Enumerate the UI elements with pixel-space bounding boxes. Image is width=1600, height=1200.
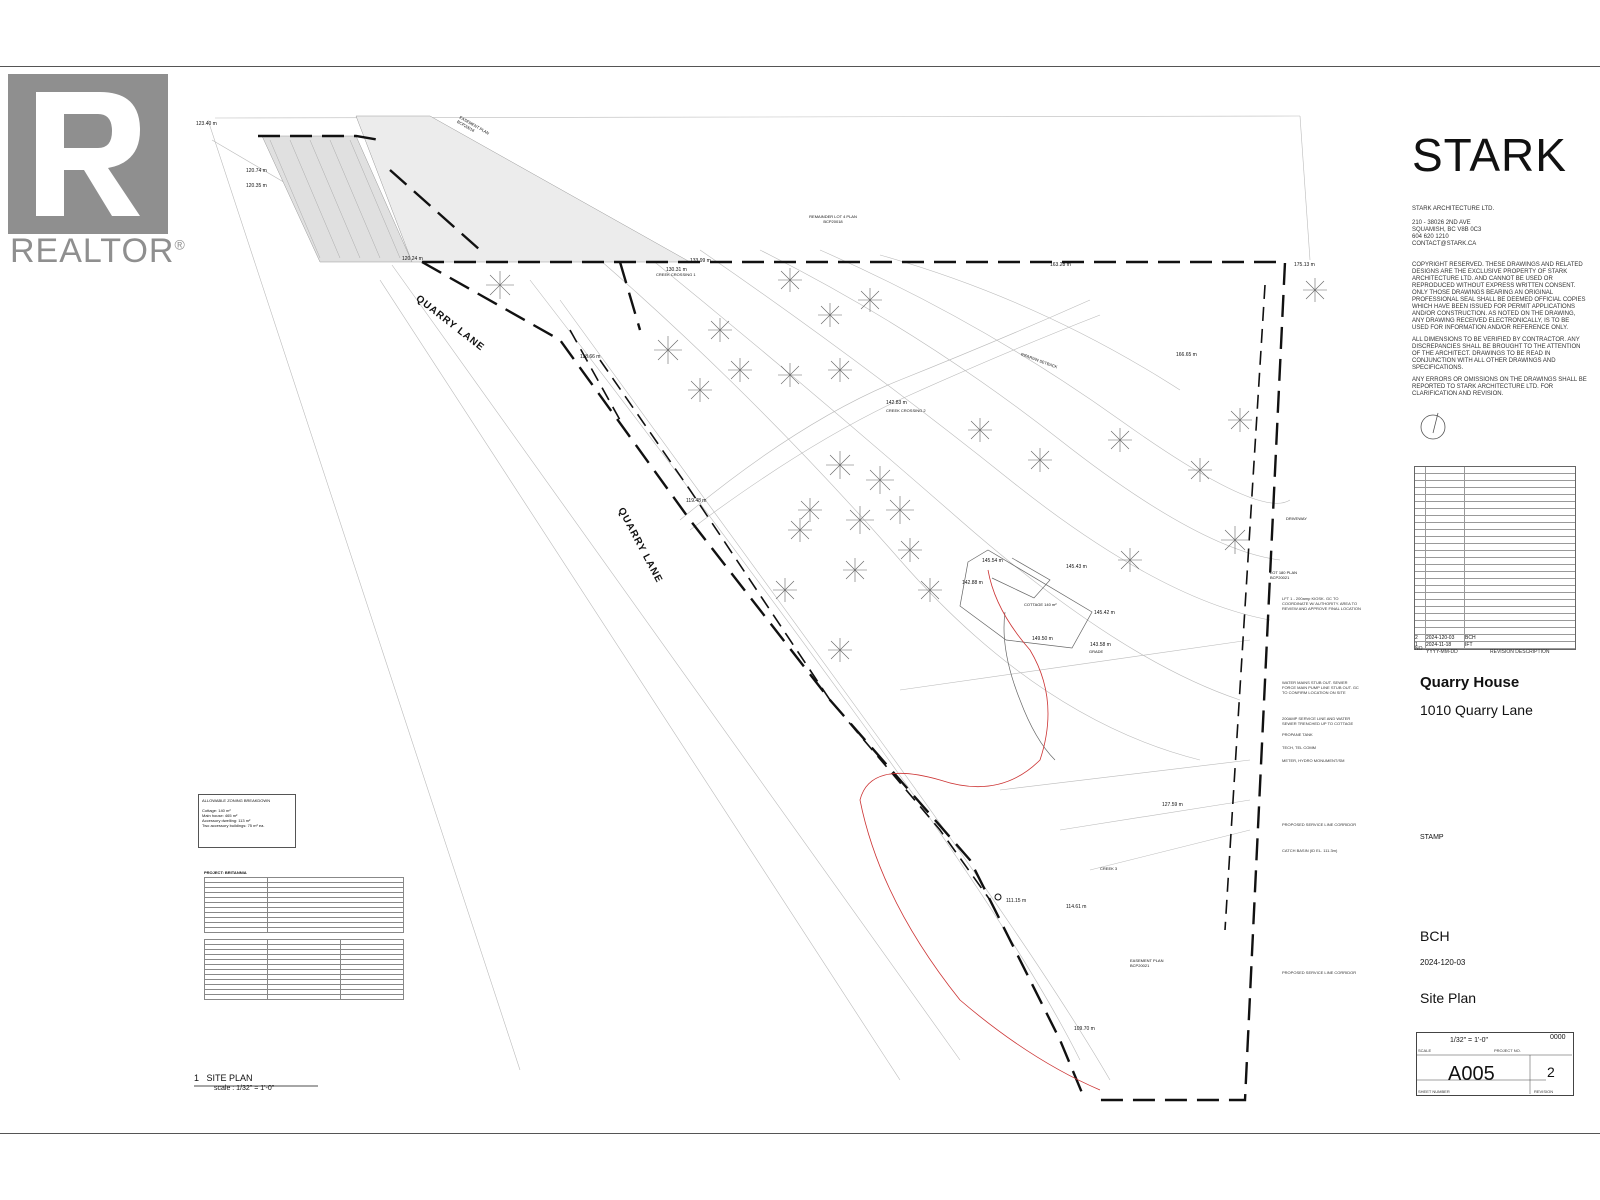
note-tech-comm: TECH, TEL COMM — [1282, 745, 1317, 750]
revision-header-date: YYYY-MM-DD — [1426, 649, 1458, 655]
elevation-label: 127.59 m — [1162, 802, 1183, 808]
elevation-label: 130.31 m — [666, 267, 687, 273]
zoning-line: Accessory dwelling: 113 m² — [202, 818, 251, 823]
elevation-label: 145.42 m — [1094, 610, 1115, 616]
issue-date: 2024-120-03 — [1420, 958, 1466, 967]
note-service-corridor-1: PROPOSED SERVICE LINE CORRIDOR — [1282, 822, 1357, 827]
elevation-label: 123.40 m — [196, 121, 217, 127]
zoning-title: ALLOWABLE ZONING BREAKDOWN — [202, 798, 271, 803]
revision-header-desc: REVISION DESCRIPTION — [1490, 649, 1550, 655]
elevation-label: 120.74 m — [246, 168, 267, 174]
elevation-label: 145.54 m — [982, 558, 1003, 564]
elevation-label: 114.61 m — [1066, 904, 1087, 910]
creek-crossing-1-label: CREEK CROSSING 1 — [656, 272, 696, 277]
elevation-label: 149.50 m — [1032, 636, 1053, 642]
sheet-info-box — [1416, 1032, 1574, 1096]
project-info-table: PROJECT: BRITANNIA — [204, 870, 404, 1000]
cottage-label: COTTAGE 140 m² — [1024, 602, 1057, 607]
elevation-label: 166.65 m — [1176, 352, 1197, 358]
zoning-breakdown-box: ALLOWABLE ZONING BREAKDOWN Cottage: 140 … — [198, 794, 296, 848]
note-service-line: 200AMP SERVICE LINE AND WATER SEWER TREN… — [1282, 716, 1354, 726]
note-service-corridor-2: PROPOSED SERVICE LINE CORRIDOR — [1282, 970, 1357, 975]
revision-label: REVISION — [1534, 1089, 1554, 1094]
elevation-label: 142.83 m — [886, 400, 907, 406]
project-info-header: PROJECT: BRITANNIA — [204, 870, 247, 875]
project-address: 1010 Quarry Lane — [1420, 702, 1533, 718]
zoning-line: Main house: 465 m² — [202, 813, 238, 818]
easement-2-label: EASEMENT PLAN BCP20021 — [1130, 958, 1164, 968]
elevation-label: 145.43 m — [1066, 564, 1087, 570]
firm-logo: STARK — [1412, 129, 1567, 181]
copyright-note: COPYRIGHT RESERVED. THESE DRAWINGS AND R… — [1412, 262, 1586, 331]
elevation-label: 133.99 m — [690, 258, 711, 264]
zoning-line: Two accessory buildings: 75 m² ea. — [202, 823, 265, 828]
realtor-r-icon — [8, 74, 168, 234]
drawing-title: SITE PLAN — [206, 1073, 253, 1083]
creek-crossing-2-label: CREEK CROSSING 2 — [886, 408, 926, 413]
note-catch-basin: CATCH BASIN (ID EL. 111.3m) — [1282, 848, 1338, 853]
remainder-lot-label: REMAINDER LOT 4 PLAN BCP20018 — [809, 214, 857, 224]
stamp-label: STAMP — [1420, 834, 1444, 841]
sheet-number-label: SHEET NUMBER — [1418, 1089, 1450, 1094]
revision-date: 2024-11-18 — [1426, 642, 1465, 648]
firm-name: STARK ARCHITECTURE LTD. — [1412, 206, 1495, 212]
elevation-label: 109.70 m — [1074, 1026, 1095, 1032]
firm-address-line: SQUAMISH, BC V8B 0C3 — [1412, 227, 1482, 233]
project-number-label: PROJECT NO. — [1494, 1048, 1521, 1053]
revision-no: 1 — [1415, 642, 1426, 648]
firm-address-line: CONTACT@STARK.CA — [1412, 241, 1477, 247]
scale-value: 1/32" = 1'-0" — [1450, 1037, 1489, 1044]
drawing-number: 1 — [194, 1073, 200, 1083]
grade-label: GRADE — [1089, 649, 1104, 654]
elevation-label: 175.13 m — [1294, 262, 1315, 268]
revision-no: 2 — [1415, 635, 1426, 641]
elevation-label: 143.58 m — [1090, 642, 1111, 648]
project-number: 0000 — [1550, 1034, 1566, 1041]
realtor-logo: REALTOR® — [8, 74, 186, 274]
revision-desc: IFT — [1465, 642, 1473, 648]
elevation-label: 120.24 m — [402, 256, 423, 262]
driveway-label: DRIVEWAY — [1286, 516, 1307, 521]
project-title: Quarry House — [1420, 674, 1520, 691]
registered-mark: ® — [174, 236, 186, 253]
revision-date: 2024-120-03 — [1426, 635, 1465, 641]
elevation-label: 142.88 m — [962, 580, 983, 586]
sheet-title: Site Plan — [1420, 990, 1477, 1006]
scale-label: SCALE — [1418, 1048, 1432, 1053]
elevation-label: 111.15 m — [1006, 898, 1027, 904]
issue-label: BCH — [1420, 928, 1450, 944]
note-water-mains: WATER MAINS STUB OUT. SEWER FORCE MAIN P… — [1282, 680, 1359, 695]
note-kiosk: LFT 1 - 200amp KIOSK. GC TO COORDINATE W… — [1282, 596, 1361, 611]
firm-address-line: 210 - 38026 2ND AVE — [1412, 220, 1471, 226]
note-propane-tank: PROPANE TANK — [1282, 732, 1313, 737]
errors-note: ANY ERRORS OR OMISSIONS ON THE DRAWINGS … — [1412, 377, 1587, 397]
elevation-label: 119.48 m — [686, 498, 707, 504]
elevation-label: 120.35 m — [246, 183, 267, 189]
firm-notes: COPYRIGHT RESERVED. THESE DRAWINGS AND R… — [1412, 262, 1587, 398]
elevation-label: 118.66 m — [580, 354, 601, 360]
revision-header-no: NO — [1415, 646, 1423, 652]
elevation-label: 163.28 m — [1050, 262, 1071, 268]
lot-label: LOT 180 PLAN BCP20021 — [1270, 570, 1298, 580]
firm-address: 210 - 38026 2ND AVE SQUAMISH, BC V8B 0C3… — [1412, 220, 1481, 248]
firm-address-line: 604 620 1210 — [1412, 234, 1449, 240]
drawing-scale: scale : 1/32" = 1'-0" — [214, 1085, 275, 1092]
creek-3-label: CREEK 3 — [1100, 866, 1118, 871]
dimensions-note: ALL DIMENSIONS TO BE VERIFIED BY CONTRAC… — [1412, 337, 1581, 371]
note-meter-hydro: METER, HYDRO MONUMENT/SM — [1282, 758, 1345, 763]
zoning-line: Cottage: 140 m² — [202, 808, 231, 813]
realtor-wordmark: REALTOR — [10, 232, 175, 270]
revision-desc: BCH — [1465, 635, 1476, 641]
revision-number: 2 — [1547, 1064, 1555, 1080]
north-arrow-icon — [1420, 412, 1446, 440]
sheet-number: A005 — [1448, 1063, 1495, 1085]
drawing-sheet — [0, 66, 1600, 1134]
drawing-label: 1 SITE PLAN — [194, 1073, 253, 1083]
